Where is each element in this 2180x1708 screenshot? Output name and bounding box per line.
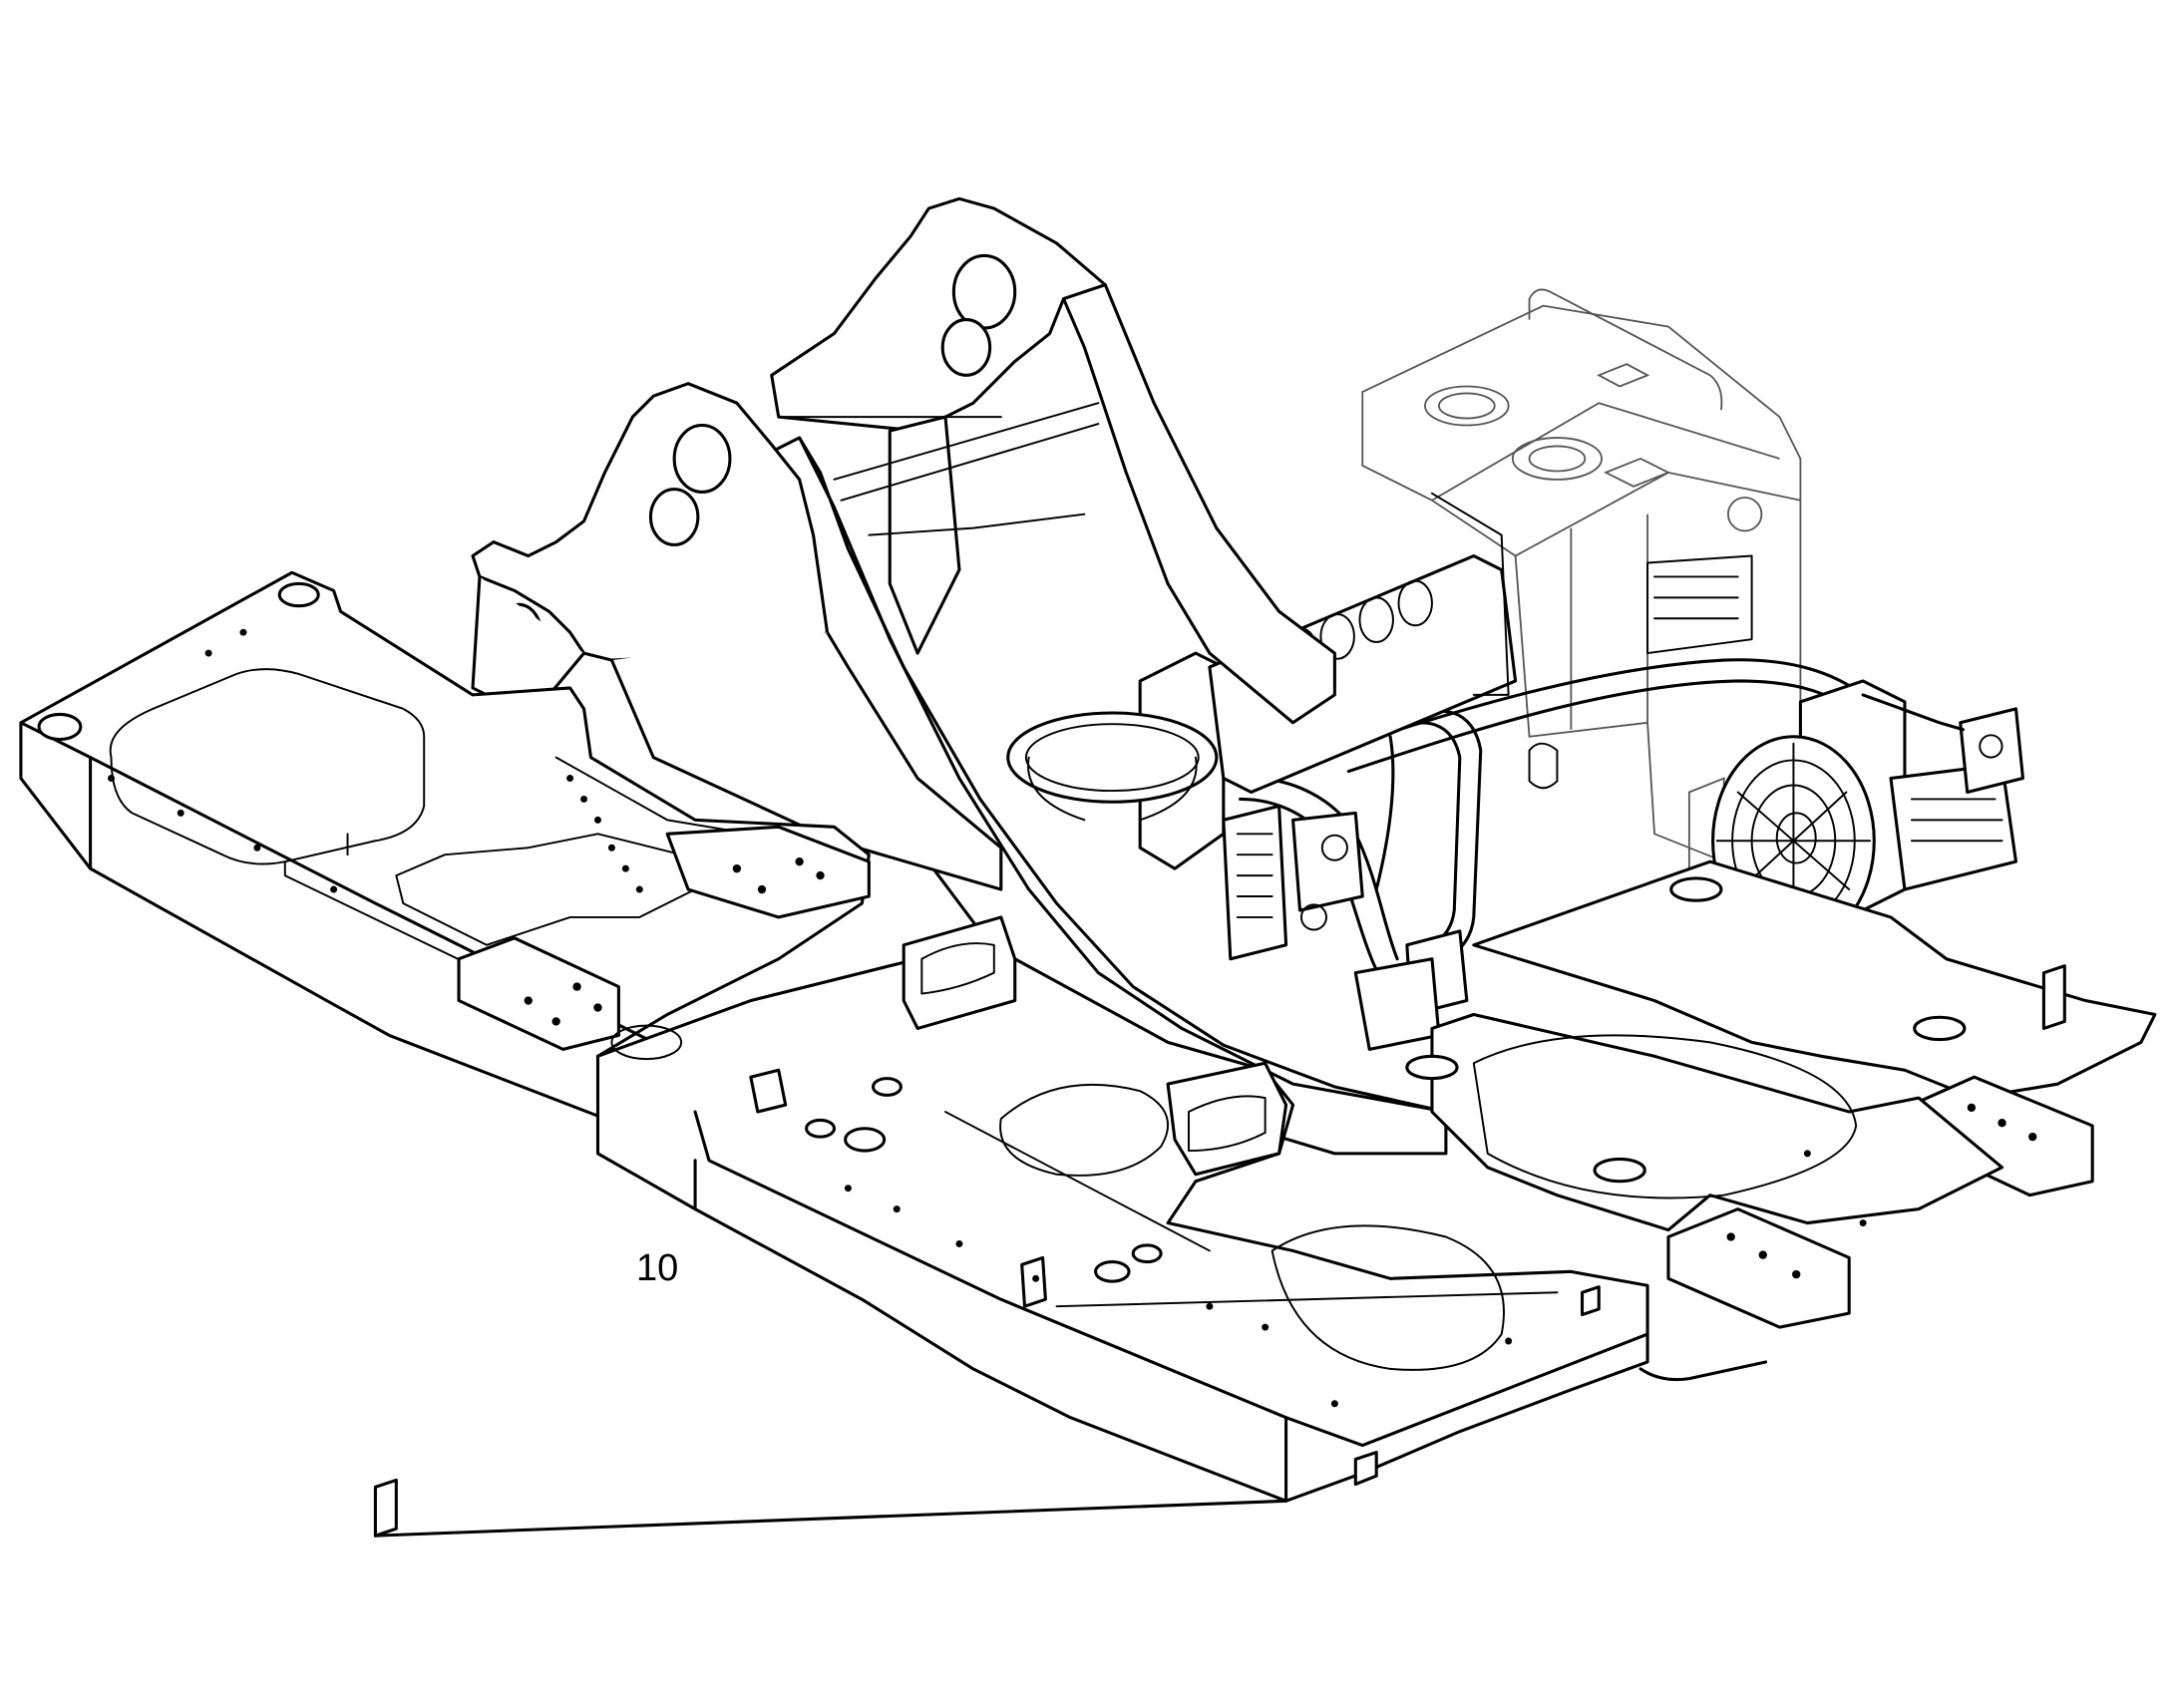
slew-ring [1006, 711, 1219, 822]
engine-block [1361, 288, 1802, 877]
bolt-holes [108, 628, 1867, 1408]
frame-end-detail [373, 1478, 1288, 1537]
left-side-frame [19, 570, 871, 1156]
boom-mount-rear-plate [770, 196, 1107, 433]
part-callout-10: 10 [636, 1247, 679, 1289]
main-front-frame [595, 915, 1649, 1503]
valve-block [1138, 492, 1518, 1051]
rear-right-frame [1405, 859, 2157, 1382]
